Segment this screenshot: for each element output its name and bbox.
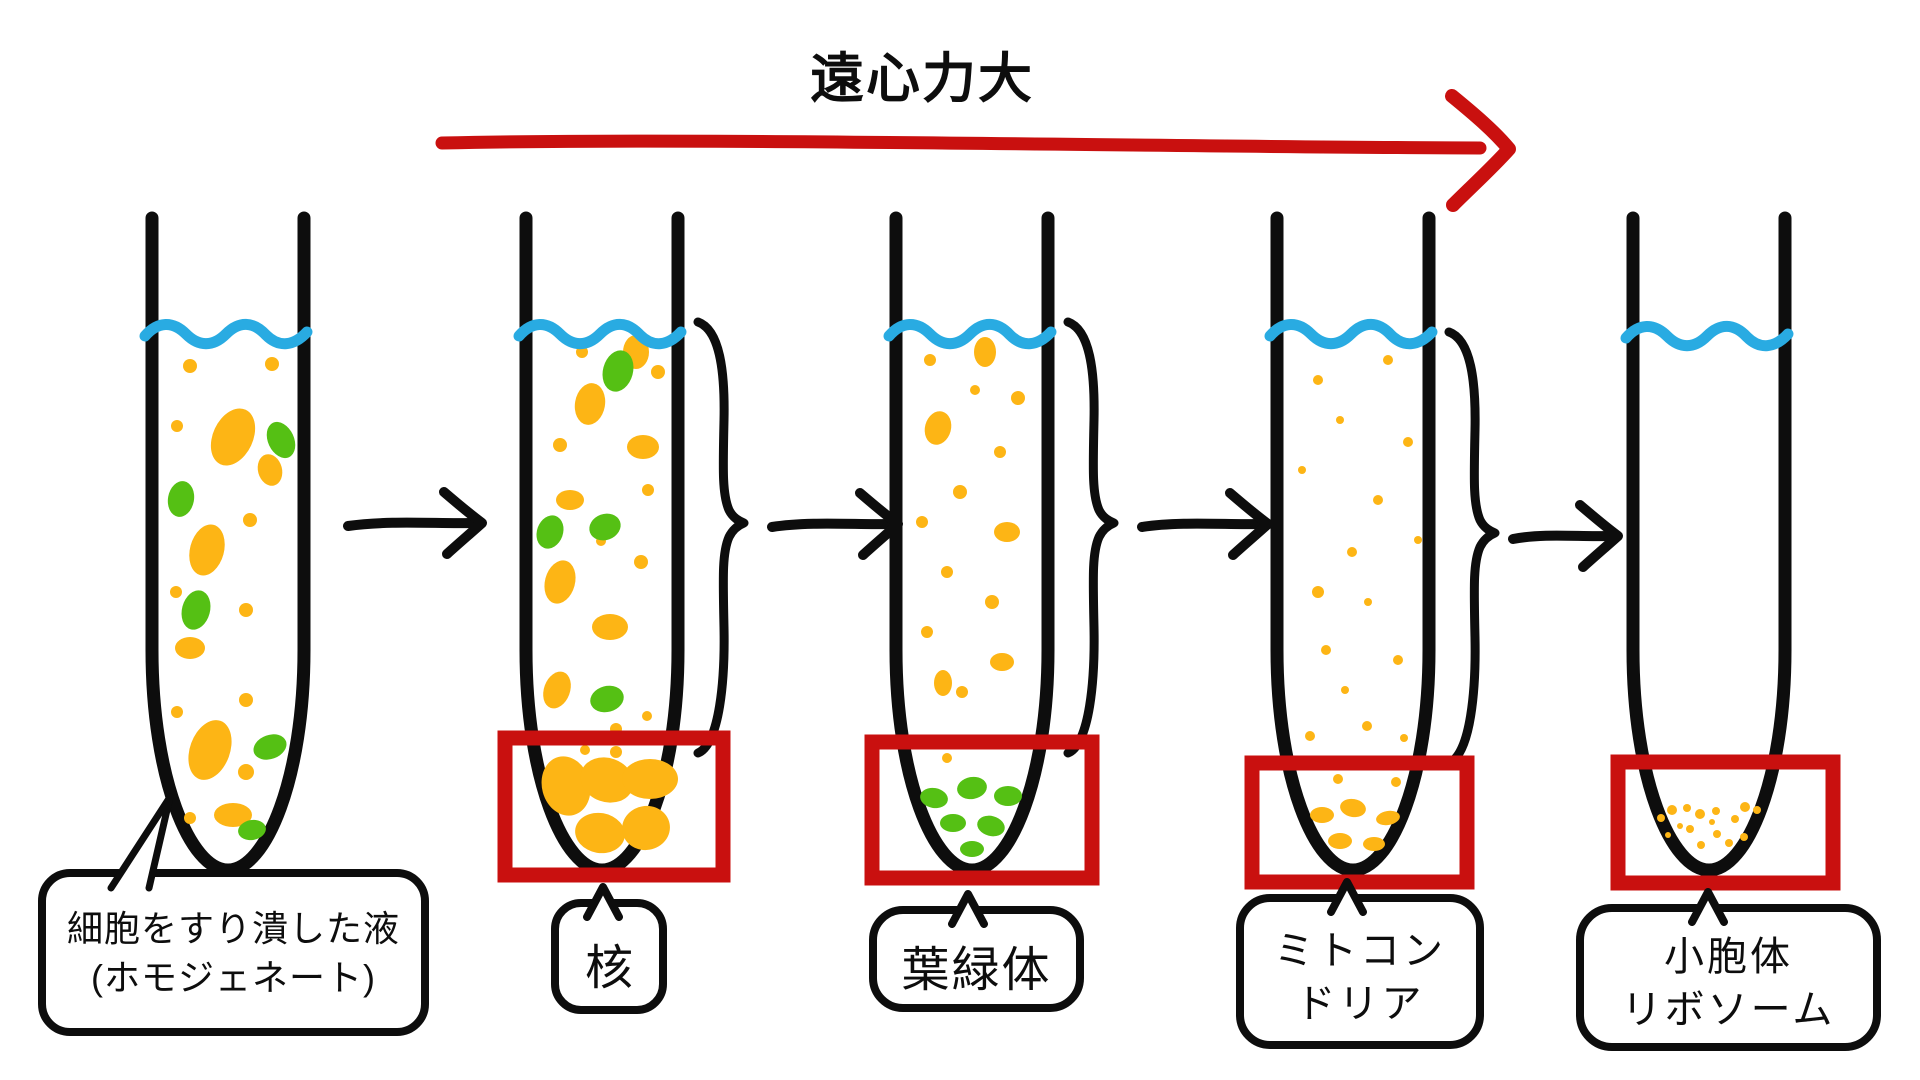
tube2-water-surface <box>513 318 687 350</box>
label-chloroplast-line1: 葉緑体 <box>901 944 1052 997</box>
tube5-pellet-ribosomes <box>1657 802 1761 849</box>
label-homogenate: 細胞をすり潰した液 (ホモジェネート) <box>42 873 425 1032</box>
label-homogenate-line1: 細胞をすり潰した液 <box>66 907 400 949</box>
tube4-pellet-mitochondria <box>1310 774 1401 851</box>
label-nucleus: 核 <box>555 903 663 1016</box>
tube1-suspension-particles <box>167 357 296 841</box>
label-nucleus-line1: 核 <box>584 941 633 995</box>
tube3-water-surface <box>883 318 1057 350</box>
tube1-outline <box>145 211 311 877</box>
pellet-box-er-ribosome <box>1610 754 1841 891</box>
test-tube-4 <box>1264 211 1438 877</box>
transfer-arrow-4 <box>1508 500 1623 572</box>
label-er-ribosome-line2: リボソーム <box>1621 987 1836 1032</box>
pellet-box-mitochondria <box>1244 755 1475 890</box>
tube2-pellet-nuclei <box>541 745 678 854</box>
centrifugal-force-title: 遠心力大 <box>810 49 1034 109</box>
test-tube-3 <box>883 211 1057 877</box>
tube2-supernatant-particles <box>536 335 665 735</box>
label-mitochondria-line1: ミトコン <box>1274 928 1446 973</box>
pellet-box-nucleus <box>497 730 731 883</box>
red-arrow-shaft <box>435 134 1487 155</box>
tube5-outline <box>1626 211 1792 877</box>
supernatant-brace-3 <box>1444 327 1500 768</box>
tube4-outline <box>1270 211 1436 877</box>
tube3-outline <box>889 211 1055 877</box>
centrifugal-force-arrow <box>435 89 1516 212</box>
tube4-water-surface <box>1264 318 1438 350</box>
tube5-water-surface <box>1620 320 1794 352</box>
transfer-arrow-1 <box>343 487 487 559</box>
label-chloroplast: 葉緑体 <box>873 910 1080 1014</box>
pellet-box-chloroplast <box>864 734 1100 886</box>
supernatant-brace-1 <box>693 317 749 758</box>
speech-bubble-nucleus <box>551 883 667 1014</box>
test-tube-1 <box>139 211 313 877</box>
speech-bubble-mitochondria <box>1236 878 1484 1049</box>
transfer-arrow-3 <box>1137 488 1273 560</box>
test-tube-2 <box>513 211 687 877</box>
label-er-ribosome: 小胞体 リボソーム <box>1580 908 1877 1053</box>
test-tube-5 <box>1620 211 1794 877</box>
label-homogenate-line2: (ホモジェネート) <box>91 956 376 998</box>
supernatant-brace-2 <box>1063 317 1119 758</box>
red-arrow-head <box>1445 89 1516 212</box>
speech-bubble-er-ribosome <box>1576 888 1881 1051</box>
transfer-arrow-2 <box>767 488 903 560</box>
tube3-pellet-chloroplasts <box>920 776 1022 857</box>
label-mitochondria: ミトコン ドリア <box>1240 898 1480 1051</box>
tube4-supernatant-particles <box>1298 355 1422 742</box>
speech-bubble-chloroplast <box>869 890 1084 1012</box>
tube1-water-surface <box>139 318 313 350</box>
label-mitochondria-line2: ドリア <box>1295 981 1425 1026</box>
label-er-ribosome-line1: 小胞体 <box>1664 934 1793 979</box>
tube3-supernatant-particles <box>916 337 1025 763</box>
speech-bubble-homogenate <box>38 793 429 1036</box>
